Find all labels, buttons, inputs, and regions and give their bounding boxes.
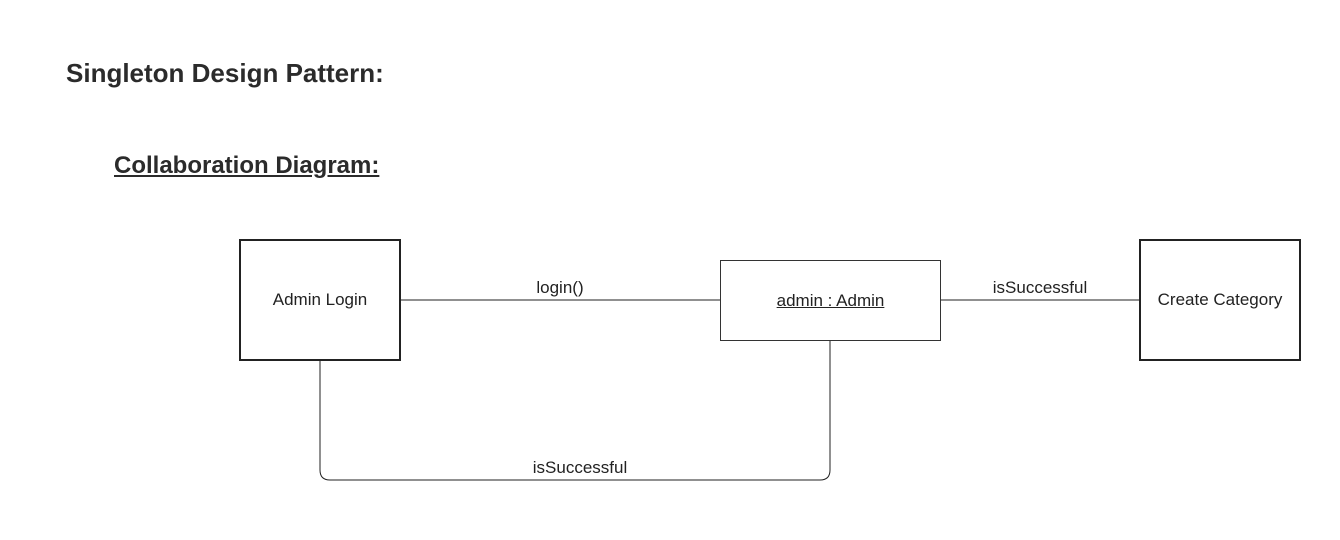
message-login-call: login() (536, 278, 584, 297)
node-admin-login: Admin Login (239, 239, 401, 361)
page-title: Singleton Design Pattern: (66, 58, 384, 88)
node-create-category: Create Category (1139, 239, 1301, 361)
section-title: Collaboration Diagram: (114, 152, 380, 179)
link-admin-back-to-login (319, 340, 831, 481)
node-admin-object: admin : Admin (720, 260, 941, 341)
message-success-to-category: isSuccessful (992, 278, 1088, 297)
node-admin-login-label: Admin Login (272, 290, 368, 309)
node-admin-object-label: admin : Admin (776, 290, 885, 310)
message-success-to-login: isSuccessful (532, 458, 628, 477)
node-create-category-label: Create Category (1157, 290, 1283, 309)
